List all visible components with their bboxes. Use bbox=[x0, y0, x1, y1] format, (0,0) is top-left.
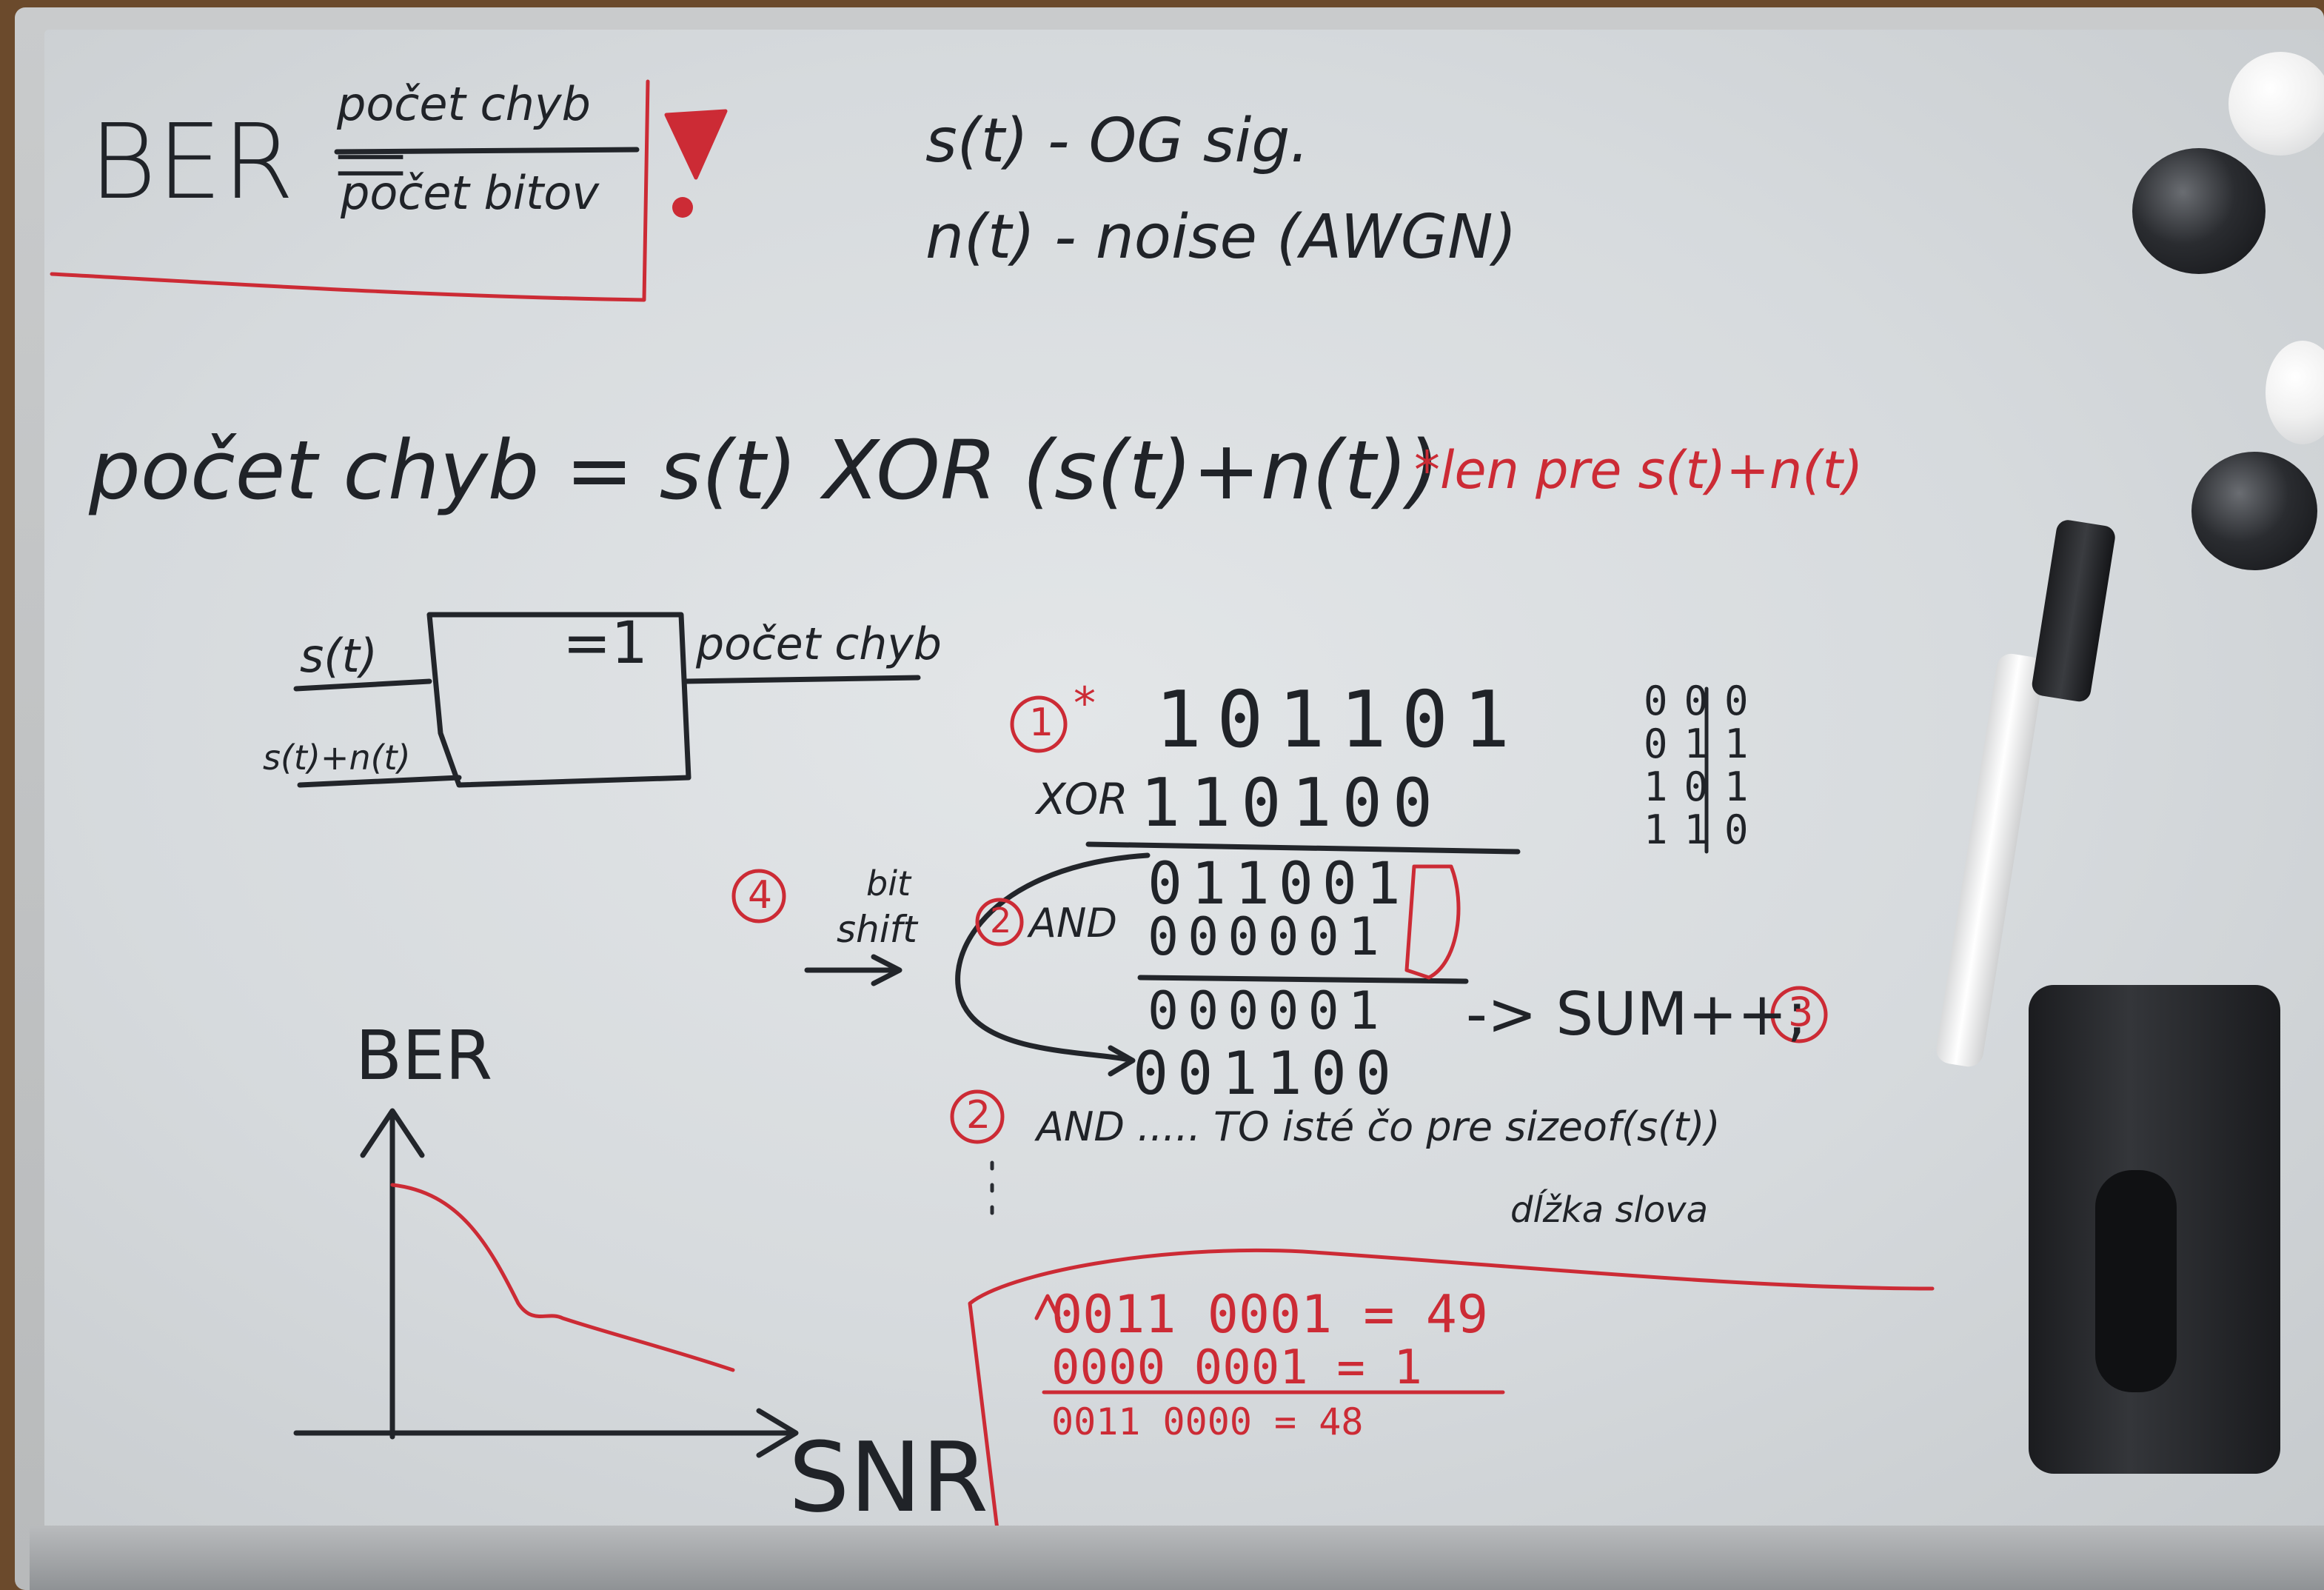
ber-red-frame bbox=[50, 79, 650, 302]
ber-denominator: počet bitov bbox=[341, 166, 600, 220]
xor-gate-box bbox=[426, 612, 691, 788]
step-4-label: 4 bbox=[748, 873, 773, 918]
sum-increment: -> SUM++; bbox=[1466, 980, 1807, 1049]
and-mask: 000001 bbox=[1148, 906, 1388, 967]
step-3-label: 3 bbox=[1788, 989, 1814, 1035]
xor-sum-line bbox=[1085, 841, 1521, 855]
and-result: 000001 bbox=[1148, 981, 1388, 1041]
step-4-circle bbox=[731, 869, 786, 923]
ber-lhs: BER = bbox=[89, 102, 415, 223]
gate-symbol: =1 bbox=[563, 610, 648, 677]
xor-row-b: 110100 bbox=[1140, 764, 1444, 842]
shift-loop-arrow bbox=[955, 852, 1151, 1062]
whiteboard: BER = počet chyb počet bitov s(t) - OG s… bbox=[44, 30, 2324, 1540]
white-magnet bbox=[2266, 341, 2324, 444]
red-note: *len pre s(t)+n(t) bbox=[1414, 440, 1863, 501]
byte-row-3: 0011 0000 = 48 bbox=[1051, 1400, 1364, 1443]
step-3-circle bbox=[1770, 986, 1828, 1043]
board-tray bbox=[30, 1526, 2324, 1590]
ber-numerator: počet chyb bbox=[337, 77, 591, 131]
step-1-circle bbox=[1010, 695, 1068, 753]
black-magnet bbox=[2132, 148, 2266, 274]
shift-loop-arrowhead bbox=[1108, 1045, 1136, 1077]
exclamation-mark bbox=[664, 109, 728, 180]
black-magnet bbox=[2191, 452, 2317, 570]
and-label: AND bbox=[1029, 900, 1117, 946]
xor-label: XOR bbox=[1037, 774, 1128, 824]
byte-example-bracket bbox=[968, 1248, 1935, 1540]
step-2a-label: 2 bbox=[990, 901, 1012, 941]
gate-input-b-line bbox=[297, 775, 462, 788]
shift-label-bit: bit bbox=[866, 864, 911, 903]
white-magnet bbox=[2228, 52, 2324, 156]
whiteboard-drawings bbox=[50, 79, 1935, 1540]
last-bit-highlight bbox=[1404, 864, 1461, 980]
step-2-text: AND ..... TO isté čo pre sizeof(s(t)) bbox=[1037, 1103, 1721, 1150]
eraser-handle bbox=[2095, 1170, 2177, 1392]
exclamation-dot bbox=[672, 197, 693, 218]
shifted-value: 001100 bbox=[1133, 1039, 1400, 1108]
truth-table-row: 011 bbox=[1644, 721, 1765, 767]
gate-input-b: s(t)+n(t) bbox=[263, 738, 411, 778]
byte-example-caret bbox=[1034, 1294, 1061, 1320]
and-sum-line bbox=[1137, 975, 1469, 984]
ber-fraction-line bbox=[334, 147, 640, 155]
gate-output: počet chyb bbox=[696, 618, 942, 670]
signal-definition: s(t) - OG sig. bbox=[925, 106, 1310, 176]
step-1-star: * bbox=[1074, 678, 1096, 729]
noise-definition: n(t) - noise (AWGN) bbox=[925, 202, 1517, 273]
gate-output-line bbox=[682, 675, 921, 684]
byte-row-1: 0011 0001 = 49 bbox=[1051, 1284, 1489, 1345]
ber-curve bbox=[390, 1183, 735, 1372]
shift-arrow bbox=[804, 954, 903, 986]
step-2b-label: 2 bbox=[966, 1093, 991, 1138]
byte-row-2: 0000 0001 = 1 bbox=[1051, 1340, 1422, 1395]
truth-table-row: 101 bbox=[1644, 764, 1765, 810]
errors-equation: počet chyb = s(t) XOR (s(t)+n(t)) bbox=[89, 423, 1440, 518]
truth-table-row: 000 bbox=[1644, 678, 1765, 724]
truth-table-row: 110 bbox=[1644, 806, 1765, 853]
step-1-label: 1 bbox=[1029, 701, 1054, 745]
step-2b-circle bbox=[950, 1089, 1005, 1144]
xor-result: 011001 bbox=[1148, 851, 1410, 918]
graph-y-axis bbox=[360, 1108, 425, 1440]
truth-table: 000 011 101 110 bbox=[1644, 681, 1765, 850]
xor-row-a: 101101 bbox=[1155, 675, 1525, 765]
graph-y-label: BER bbox=[355, 1016, 493, 1095]
gate-input-a-line bbox=[293, 678, 432, 692]
shift-label-shift: shift bbox=[837, 908, 917, 951]
step-2-subtext: dĺžka slova bbox=[1510, 1189, 1708, 1231]
graph-x-axis bbox=[293, 1408, 799, 1458]
gate-input-a: s(t) bbox=[300, 629, 378, 683]
step-2a-circle bbox=[975, 898, 1024, 946]
graph-x-label: SNR bbox=[788, 1421, 989, 1534]
